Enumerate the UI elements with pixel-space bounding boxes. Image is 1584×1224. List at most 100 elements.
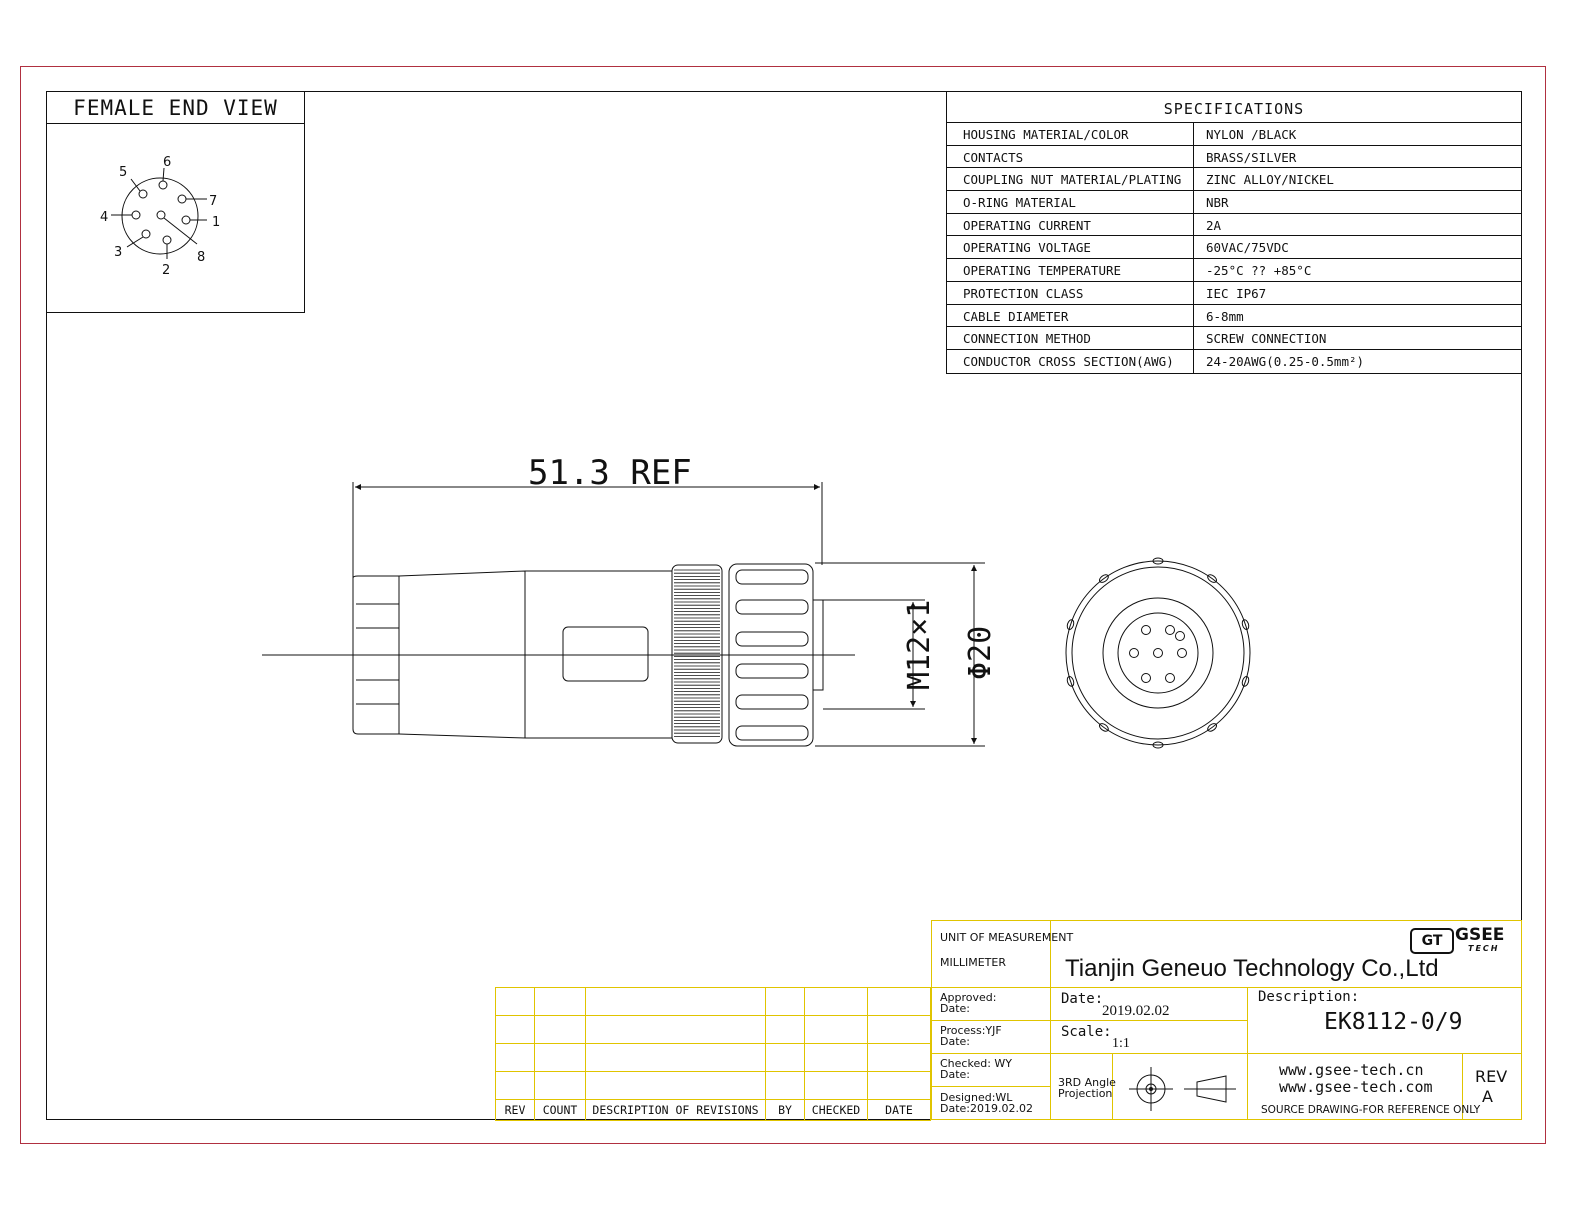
front-notch — [1207, 723, 1218, 732]
unit-value: MILLIMETER — [940, 956, 1006, 969]
front-notch — [1098, 574, 1109, 583]
spec-key: O-RING MATERIAL — [947, 191, 1194, 213]
spec-key: HOUSING MATERIAL/COLOR — [947, 123, 1194, 145]
revision-row — [495, 1015, 931, 1044]
spec-row: OPERATING CURRENT 2A — [947, 213, 1521, 237]
pin-label-8: 8 — [197, 250, 205, 265]
front-notch — [1207, 574, 1218, 583]
spec-row: CABLE DIAMETER 6-8mm — [947, 304, 1521, 328]
pin-face-outline — [121, 177, 199, 255]
spec-value: 6-8mm — [1206, 308, 1244, 324]
specifications-title: SPECIFICATIONS — [947, 92, 1521, 123]
length-dimension-text: 51.3 REF — [528, 453, 692, 493]
specifications-table: SPECIFICATIONS HOUSING MATERIAL/COLOR NYL… — [946, 91, 1522, 374]
pin-label-4: 4 — [100, 210, 108, 225]
front-view-outer-ring — [1065, 560, 1251, 746]
revision-row — [495, 1043, 931, 1072]
spec-key: CONTACTS — [947, 145, 1194, 168]
front-notch — [1152, 557, 1164, 565]
spec-value: BRASS/SILVER — [1206, 149, 1297, 165]
pin-label-2: 2 — [162, 263, 170, 278]
front-notch — [1241, 619, 1250, 630]
count-header: COUNT — [534, 1099, 586, 1121]
front-pin — [1165, 673, 1175, 683]
projection-line1: 3RD Angle — [1058, 1076, 1116, 1089]
spec-key: OPERATING TEMPERATURE — [947, 259, 1194, 281]
front-view-notches — [1066, 557, 1250, 749]
revision-table: REV COUNT DESCRIPTION OF REVISIONS BY CH… — [495, 987, 931, 1121]
spec-value: NYLON /BLACK — [1206, 127, 1297, 142]
spec-row: OPERATING VOLTAGE 60VAC/75VDC — [947, 236, 1521, 260]
pin-label-5: 5 — [119, 165, 127, 180]
spec-value: 2A — [1206, 217, 1222, 233]
spec-key: CONDUCTOR CROSS SECTION(AWG) — [947, 349, 1194, 373]
front-notch — [1066, 619, 1075, 630]
spec-key: OPERATING VOLTAGE — [947, 236, 1194, 259]
pin-label-6: 6 — [163, 155, 171, 170]
third-angle-projection-icon — [1129, 1067, 1236, 1111]
knurl-lines — [674, 569, 720, 737]
spec-value: SCREW CONNECTION — [1206, 331, 1327, 347]
logo-text: GSEE — [1455, 925, 1505, 945]
reference-note: SOURCE DRAWING-FOR REFERENCE ONLY — [1261, 1104, 1481, 1116]
description-label: Description: — [1258, 989, 1360, 1005]
date-label: Date: — [1061, 991, 1104, 1007]
revision-header-row: REV COUNT DESCRIPTION OF REVISIONS BY CH… — [495, 1099, 931, 1121]
checked-label: Checked: WY — [940, 1057, 1012, 1070]
description-header: DESCRIPTION OF REVISIONS — [585, 1099, 766, 1121]
front-pin — [1175, 631, 1185, 641]
front-pin — [1165, 625, 1175, 635]
approved-date-label: Date: — [940, 1002, 970, 1015]
scale-label: Scale: — [1061, 1024, 1112, 1040]
spec-key: CONNECTION METHOD — [947, 327, 1194, 349]
knurled-ring — [671, 564, 723, 744]
spec-key: CABLE DIAMETER — [947, 304, 1194, 327]
website-cn[interactable]: www.gsee-tech.cn — [1279, 1061, 1424, 1079]
revision-row — [495, 987, 931, 1016]
designed-label: Designed:WL — [940, 1091, 1013, 1104]
front-notch — [1098, 723, 1109, 732]
spec-key: OPERATING CURRENT — [947, 213, 1194, 236]
spec-value: 60VAC/75VDC — [1206, 240, 1289, 256]
process-date-label: Date: — [940, 1035, 970, 1048]
spec-row: CONNECTION METHOD SCREW CONNECTION — [947, 327, 1521, 350]
female-end-view-pin-diagram: 1 2 3 4 5 6 7 8 — [100, 155, 220, 278]
thread-dimension-text: M12×1 — [902, 600, 937, 690]
pin-8 — [156, 210, 166, 220]
process-label: Process:YJF — [940, 1024, 1002, 1037]
rev-label: REV — [1475, 1067, 1508, 1086]
checked-header: CHECKED — [804, 1099, 868, 1121]
spec-row: HOUSING MATERIAL/COLOR NYLON /BLACK — [947, 123, 1521, 146]
spec-row: CONDUCTOR CROSS SECTION(AWG) 24-20AWG(0.2… — [947, 349, 1521, 373]
approved-label: Approved: — [940, 991, 997, 1004]
pin-5 — [138, 189, 148, 199]
spec-row: OPERATING TEMPERATURE -25°C ?? +85°C — [947, 259, 1521, 282]
front-pin — [1129, 648, 1139, 658]
pin-label-7: 7 — [209, 194, 217, 209]
front-pin — [1177, 648, 1187, 658]
front-notch — [1066, 676, 1075, 687]
rev-header: REV — [495, 1099, 535, 1121]
front-pin — [1141, 673, 1151, 683]
pin-3 — [141, 229, 151, 239]
logo-subtext: TECH — [1468, 944, 1500, 953]
website-com[interactable]: www.gsee-tech.com — [1279, 1078, 1433, 1096]
spec-value: ZINC ALLOY/NICKEL — [1206, 172, 1334, 188]
scale-value: 1:1 — [1112, 1036, 1130, 1051]
female-end-view-title: FEMALE END VIEW — [47, 92, 304, 124]
unit-label: UNIT OF MEASUREMENT — [940, 931, 1074, 944]
front-notch — [1152, 741, 1164, 749]
date-value: 2019.02.02 — [1102, 1003, 1170, 1019]
revision-row — [495, 1071, 931, 1100]
spec-value: 24-20AWG(0.25-0.5mm²) — [1206, 353, 1365, 369]
date-header: DATE — [867, 1099, 931, 1121]
spec-value: IEC IP67 — [1206, 285, 1267, 301]
rev-value: A — [1482, 1087, 1493, 1106]
company-name: Tianjin Geneuo Technology Co.,Ltd — [1065, 955, 1439, 982]
front-notch — [1241, 676, 1250, 687]
spec-value: -25°C ?? +85°C — [1206, 263, 1312, 279]
